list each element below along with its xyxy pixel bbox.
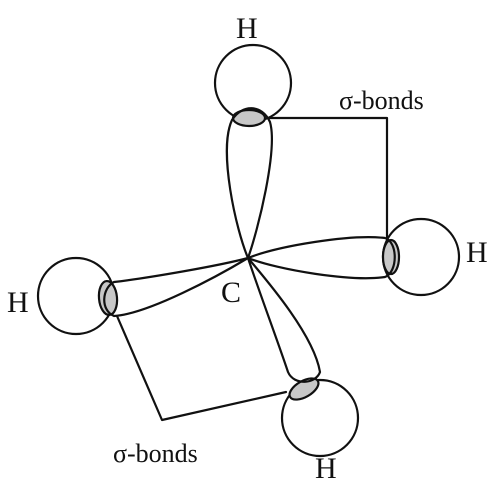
sp3-lobe-top (225, 107, 273, 260)
hydrogen-label-right: H (466, 236, 488, 269)
hydrogen-label-top: H (236, 12, 258, 45)
hydrogen-label-left: H (7, 286, 29, 319)
sigma-leader-lower (115, 314, 288, 422)
hydrogen-label-bottom: H (315, 452, 337, 483)
overlap-right (381, 238, 401, 276)
overlap-left (97, 279, 119, 317)
sigma-leader-upper (266, 116, 389, 242)
sigma-bonds-label-upper: σ-bonds (339, 86, 424, 115)
sigma-bonds-label-lower: σ-bonds (113, 439, 198, 468)
sp3-lobe-bottom (246, 256, 322, 383)
sp3-lobe-right (246, 236, 396, 280)
sp3-lobe-left (103, 256, 250, 318)
carbon-label: C (221, 276, 241, 309)
